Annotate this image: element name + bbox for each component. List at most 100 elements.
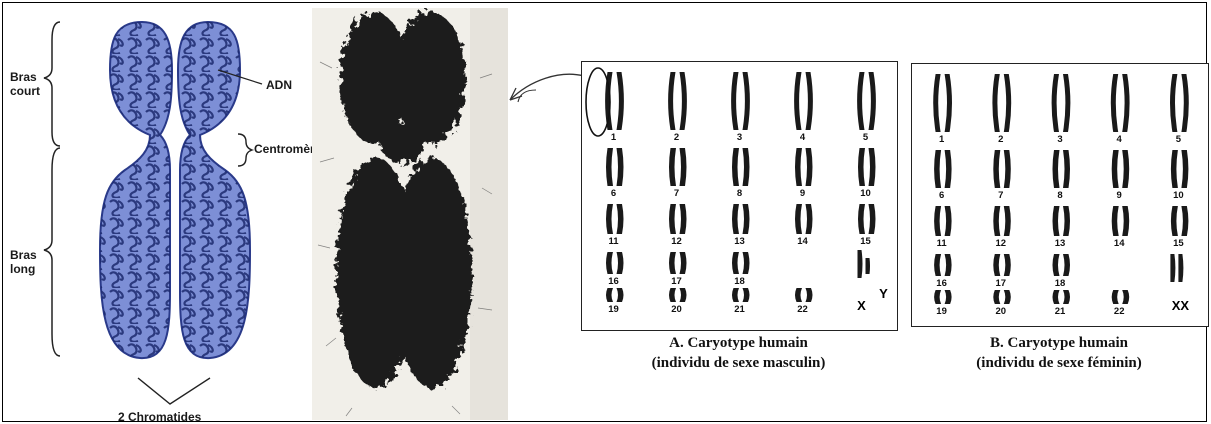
chromatid-mark (1112, 150, 1119, 188)
chromosome-pair (993, 150, 1011, 188)
chromatid-mark (993, 150, 1000, 188)
chromatid-mark (743, 252, 750, 274)
chromosome-number: 21 (1055, 306, 1066, 317)
brace-short-arm (44, 22, 60, 146)
brace-long-arm (44, 148, 60, 356)
chromatid-mark (743, 72, 750, 130)
chromatid-mark (993, 254, 1000, 276)
chromatid-mark (617, 288, 624, 302)
chromatid-mark (617, 148, 624, 186)
chromatid-mark (933, 74, 940, 132)
chromosome-pair (993, 290, 1011, 304)
chromosome-pair (731, 72, 750, 130)
chromatid-mark (869, 204, 876, 234)
chromatid-mark (806, 204, 813, 234)
chromatid-mark (680, 72, 687, 130)
chromosome-pair (857, 72, 876, 130)
chromosome-pair (933, 74, 952, 132)
caption-female-line2: (individu de sexe féminin) (911, 354, 1207, 372)
chromatid-mark (992, 74, 999, 132)
sex-label-y: Y (879, 286, 888, 301)
chromosome-number: 4 (800, 132, 806, 143)
chromatid-mark (732, 148, 739, 186)
chromatid-mark (1053, 254, 1060, 276)
chromosome-pair (732, 148, 750, 186)
chromosome-number: 18 (1055, 278, 1066, 289)
chromatid-mark (617, 72, 624, 130)
chromatid-mark (1053, 150, 1060, 188)
chromatid-mark (669, 252, 676, 274)
chromatid-mark (858, 250, 863, 278)
chromatid-mark (993, 206, 1000, 236)
chromosome-number: 20 (996, 306, 1007, 317)
chromosome-micrograph (312, 8, 508, 420)
chromatid-mark (668, 72, 675, 130)
caption-female-line1: B. Caryotype humain (911, 334, 1207, 352)
chromosome-pair (606, 252, 624, 274)
chromosome-number: 19 (936, 306, 947, 317)
karyotype-panel-male: 12345678910111213141516171819202122XY (581, 61, 898, 331)
chromosome-pair (1052, 74, 1071, 132)
chromatid-mark (1181, 74, 1188, 132)
chromosome-number: 20 (671, 304, 682, 315)
chromosome-number: 1 (939, 134, 945, 145)
chromosome-pair (1111, 74, 1130, 132)
chromatid-mark (1004, 74, 1011, 132)
chromatid-mark (1004, 254, 1011, 276)
chromosome-number: 1 (611, 132, 617, 143)
chromatid-mark (1052, 74, 1059, 132)
chromosome-pair (606, 288, 624, 302)
chromatid-mark (731, 72, 738, 130)
chromosome-number: 5 (1176, 134, 1182, 145)
chromatid-mark (1053, 206, 1060, 236)
chromosome-number: 12 (671, 236, 682, 247)
chromatid-mark (869, 148, 876, 186)
chromatid-mark (1111, 74, 1118, 132)
chromosome-number: 11 (937, 238, 948, 249)
centromere-brace (238, 134, 252, 166)
chromatid-mark (606, 148, 613, 186)
chromosome-pair (795, 148, 813, 186)
chromosome-pair (993, 206, 1011, 236)
chromatid-mark (1122, 290, 1129, 304)
chromosome-pair (732, 288, 750, 302)
chromosome-number: 7 (674, 188, 679, 199)
chromosome-pair (669, 204, 687, 234)
chromatid-mark (617, 252, 624, 274)
chromosome-number: 9 (1117, 190, 1122, 201)
chromatid-mark (1053, 290, 1060, 304)
chromatid-mark (1122, 150, 1129, 188)
chromosome-pair (934, 254, 952, 276)
chromatid-mark (680, 204, 687, 234)
sex-label-x: X (857, 298, 866, 313)
chromosome-pair (1053, 290, 1071, 304)
chromosome-pair (669, 148, 687, 186)
chromosome-pair (606, 204, 624, 234)
chromatid-mark (1004, 206, 1011, 236)
chromatid-mark (993, 290, 1000, 304)
chromosome-pair (1053, 254, 1071, 276)
chromatid-mark (669, 288, 676, 302)
chromatid-mark (743, 288, 750, 302)
label-adn: ADN (266, 78, 292, 92)
chromosome-pair (992, 74, 1011, 132)
sex-chromosomes (1170, 254, 1183, 282)
chromatid-mark (934, 150, 941, 188)
chromosome-pair (732, 252, 750, 274)
chromatid-mark (1181, 150, 1188, 188)
label-chromatides: 2 Chromatides (118, 410, 201, 424)
chromosome-pair (732, 204, 750, 234)
chromatid-mark (617, 204, 624, 234)
chromosome-pair (1053, 150, 1071, 188)
chromosome-number: 9 (800, 188, 805, 199)
chromosome-number: 14 (797, 236, 808, 247)
chromosome-pair (606, 148, 624, 186)
chromatid-mark (1112, 290, 1119, 304)
chromosome-number: 5 (863, 132, 869, 143)
chromatid-mark (606, 288, 613, 302)
chromatid-mark (743, 204, 750, 234)
chromatid-mark (680, 252, 687, 274)
chromatid-mark (1112, 206, 1119, 236)
chromosome-number: 2 (998, 134, 1003, 145)
